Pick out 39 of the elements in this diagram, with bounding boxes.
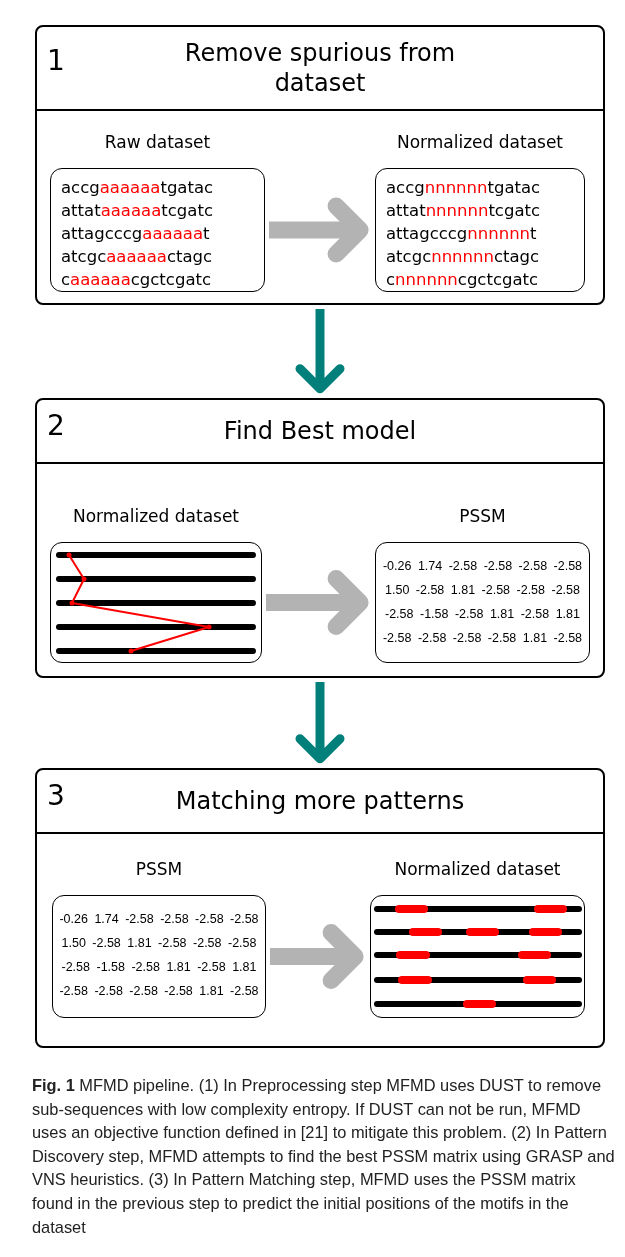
dataset-heading: Normalized dataset [393,858,562,881]
panel-title: Find Best model [223,416,417,446]
arrow [270,924,364,989]
panel-title: Remove spurious from dataset [183,38,457,98]
step-number: 1 [47,45,65,77]
matrix-row-text: 1.50 -2.58 1.81 -2.58 -2.58 -2.58 [61,935,257,952]
step-number: 3 [47,780,65,812]
step-panel [35,768,605,1048]
sequence-line: accgaaaaaatgatac [61,177,214,199]
step-panel [35,398,605,678]
sequence-line: cnnnnnncgctcgatc [386,269,539,291]
matrix-row-text: -0.26 1.74 -2.58 -2.58 -2.58 -2.58 [382,558,583,575]
matrix-row-text: 1.50 -2.58 1.81 -2.58 -2.58 -2.58 [385,582,580,599]
matrix-row-text: -2.58 -1.58 -2.58 1.81 -2.58 1.81 [61,959,257,976]
matrix-row-text: -2.58 -2.58 -2.58 -2.58 1.81 -2.58 [59,983,259,1000]
dataset-heading: Normalized dataset [395,131,565,154]
arrow [269,197,369,263]
sequence-line: accgnnnnnntgatac [386,177,541,199]
matrix-row-text: -2.58 -1.58 -2.58 1.81 -2.58 1.81 [385,606,580,623]
step-panel [35,25,605,305]
sequence-line: attagcccgaaaaaat [61,223,210,245]
sequence-line: attatnnnnnntcgatc [386,200,541,222]
sequence-line: caaaaaacgctcgatc [61,269,212,291]
arrow [266,570,369,635]
step-number: 2 [47,410,65,442]
arrow [295,309,345,394]
arrow [295,682,345,764]
matrix-row-text: -0.26 1.74 -2.58 -2.58 -2.58 -2.58 [59,911,259,928]
figure-caption: Fig. 1 MFMD pipeline. (1) In Preprocessing step MFMD uses DUST to remove sub-sequences with low complexity entropy. If DUST can not be run, MFMD uses an objective function defined in [21] to mitigate this problem. (2) In Pattern Discovery step, MFMD attempts to find the best PSSM matrix using GRASP and VNS heuristics. (3) In Pattern Matching step, MFMD uses the PSSM matrix found in the previous step to predict the initial positions of the motifs in the dataset [32,1075,616,1238]
dataset-heading: PSSM [134,858,184,881]
panel-title: Matching more patterns [175,786,465,816]
sequence-line: attataaaaaatcgatc [61,200,213,222]
sequence-line: atcgcnnnnnnctagc [386,246,540,268]
dataset-heading: Normalized dataset [71,505,241,528]
sequence-line: atcgcaaaaaactagc [61,246,213,268]
dataset-heading: PSSM [458,505,507,528]
sequence-line: attagcccgnnnnnnt [386,223,537,245]
dataset-heading: Raw dataset [103,131,212,154]
matrix-row-text: -2.58 -2.58 -2.58 -2.58 1.81 -2.58 [382,630,583,647]
